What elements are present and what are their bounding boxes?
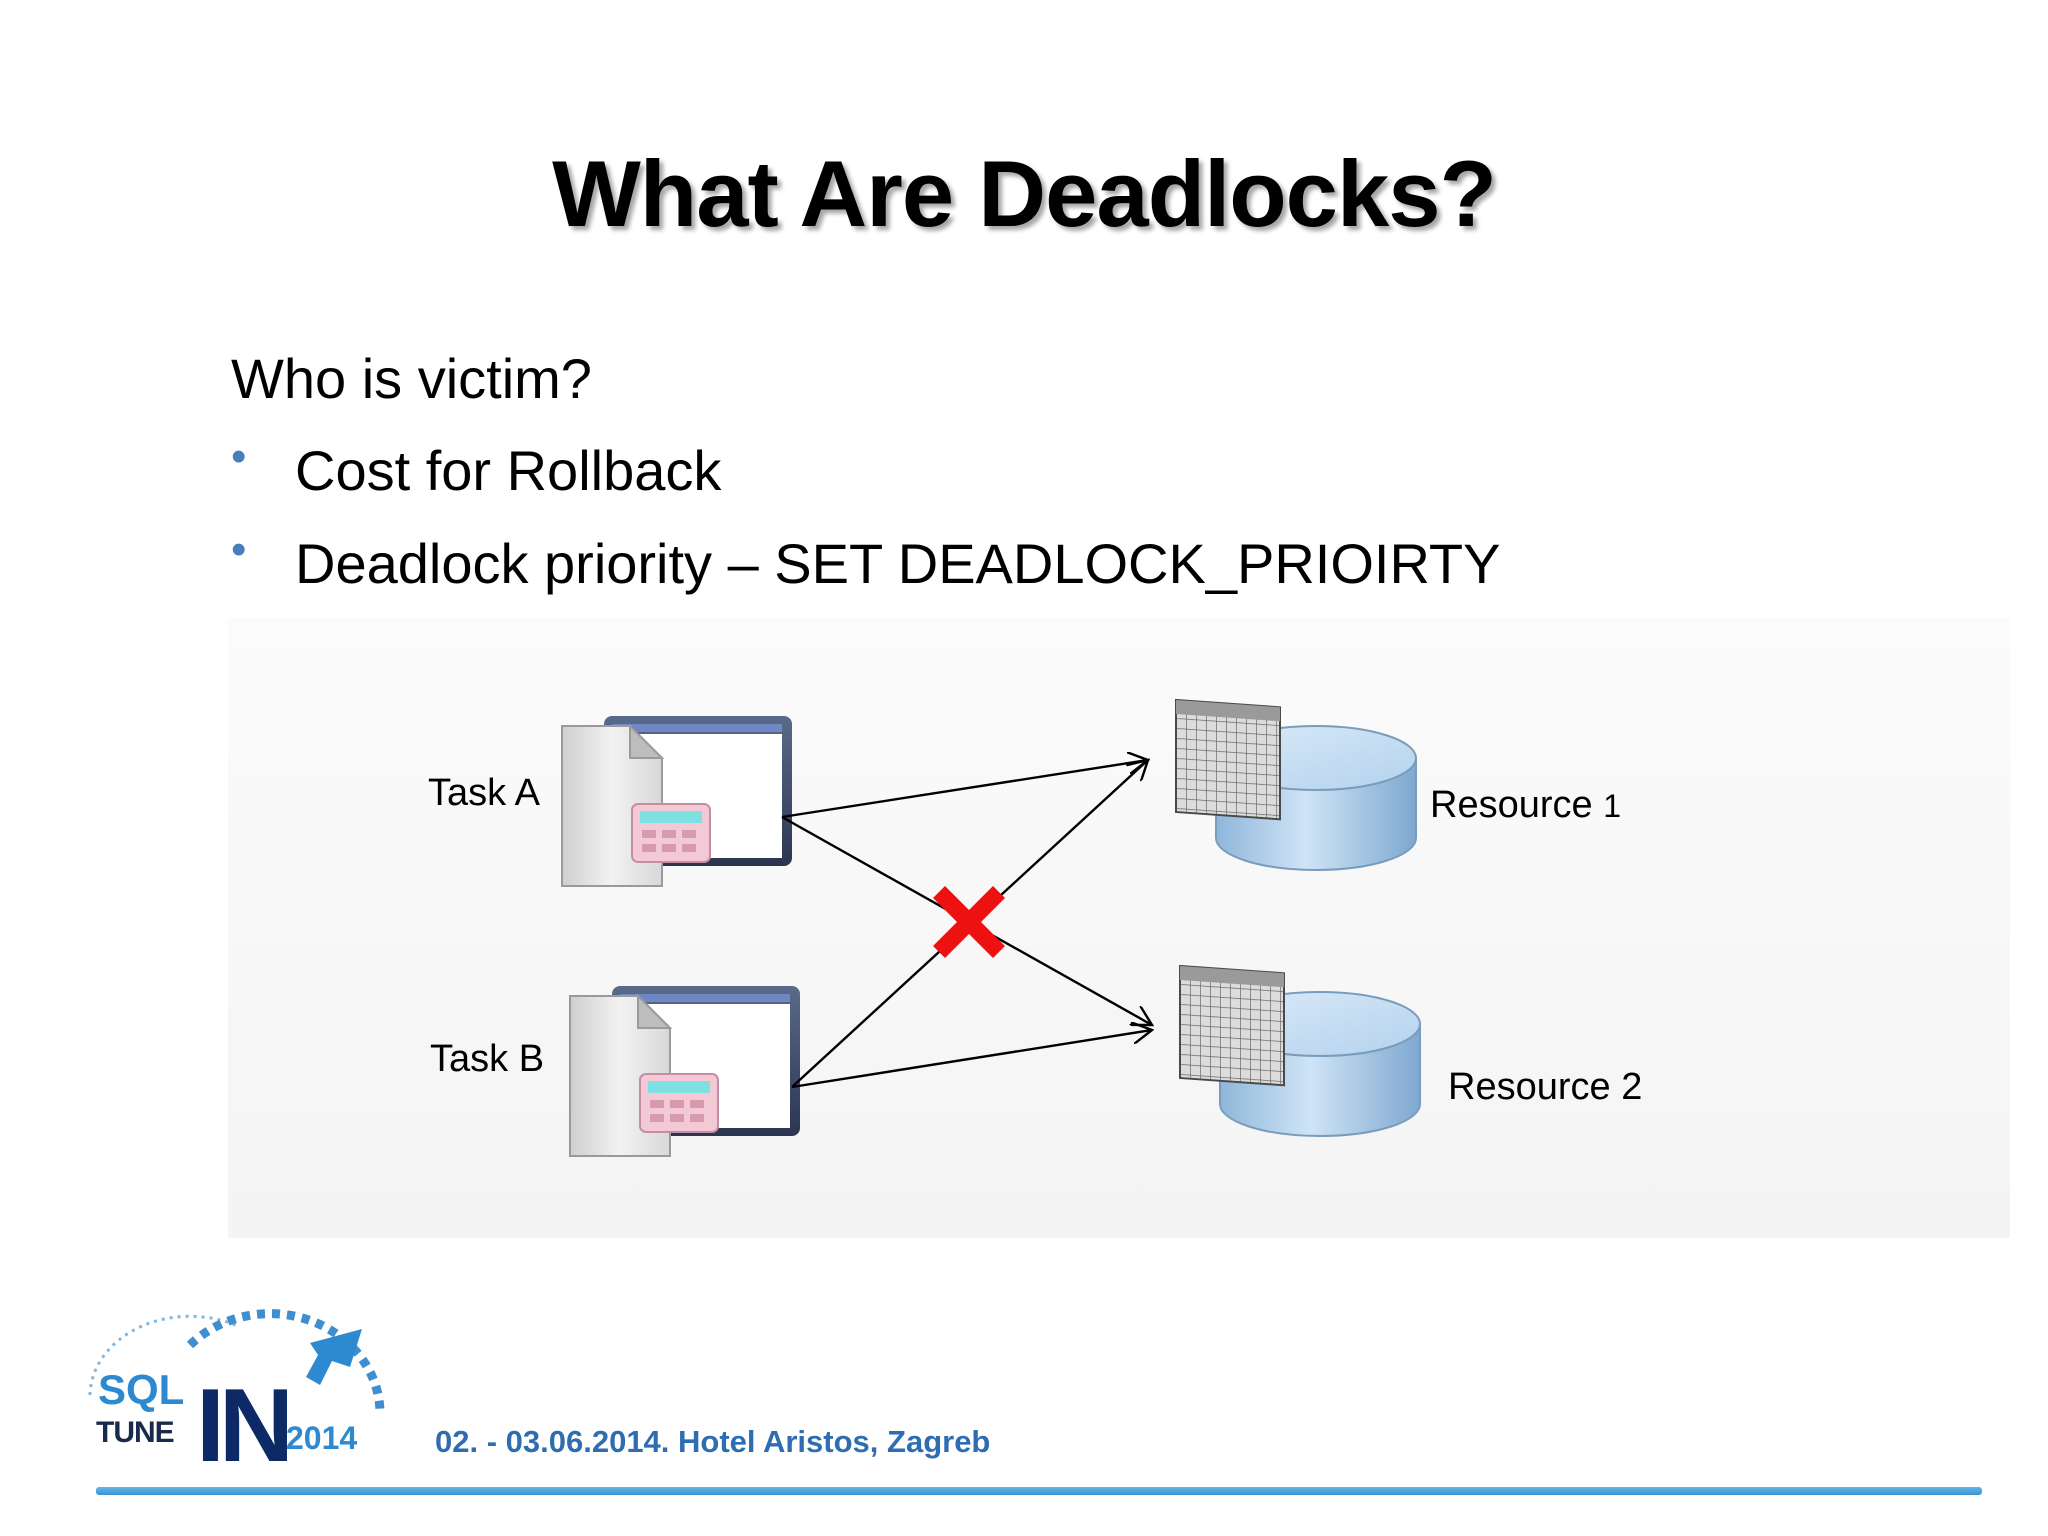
task-b-icon [569,985,801,1157]
slide-heading: Who is victim? [231,347,592,410]
deadlock-x-icon [933,886,1005,958]
bullet-dot-icon: • [231,432,247,481]
logo-tune-text: TUNE [96,1416,175,1449]
bullet-dot-icon: • [231,525,247,574]
logo-arc-graphic [88,1309,385,1416]
logo-in-text: IN [196,1368,294,1484]
resource-1-label: Resource 1 [1430,784,1621,827]
logo-year-text: 2014 [286,1420,358,1456]
resource-1-name: Resource [1430,784,1593,826]
footer-divider [96,1487,1982,1495]
bullet-text: Cost for Rollback [295,439,722,502]
resource-2-database-icon [1179,965,1421,1137]
diagram-background [228,618,2010,1238]
task-a-label: Task A [428,772,540,814]
arrow-task-a-to-resource-1 [781,760,1148,819]
task-a-icon [561,715,793,887]
resource-2-label: Resource 2 [1448,1066,1643,1108]
footer-event-info: 02. - 03.06.2014. Hotel Aristos, Zagreb [435,1424,991,1459]
resource-1-database-icon [1175,699,1417,871]
slide-title: What Are Deadlocks? [552,141,1497,246]
bullet-text: Deadlock priority – SET DEADLOCK_PRIOIRT… [295,532,1501,595]
task-b-label: Task B [430,1038,545,1080]
resource-1-number: 1 [1603,788,1621,824]
arrow-task-b-to-resource-2 [791,1030,1152,1089]
logo-sql-text: SQL [98,1366,185,1413]
